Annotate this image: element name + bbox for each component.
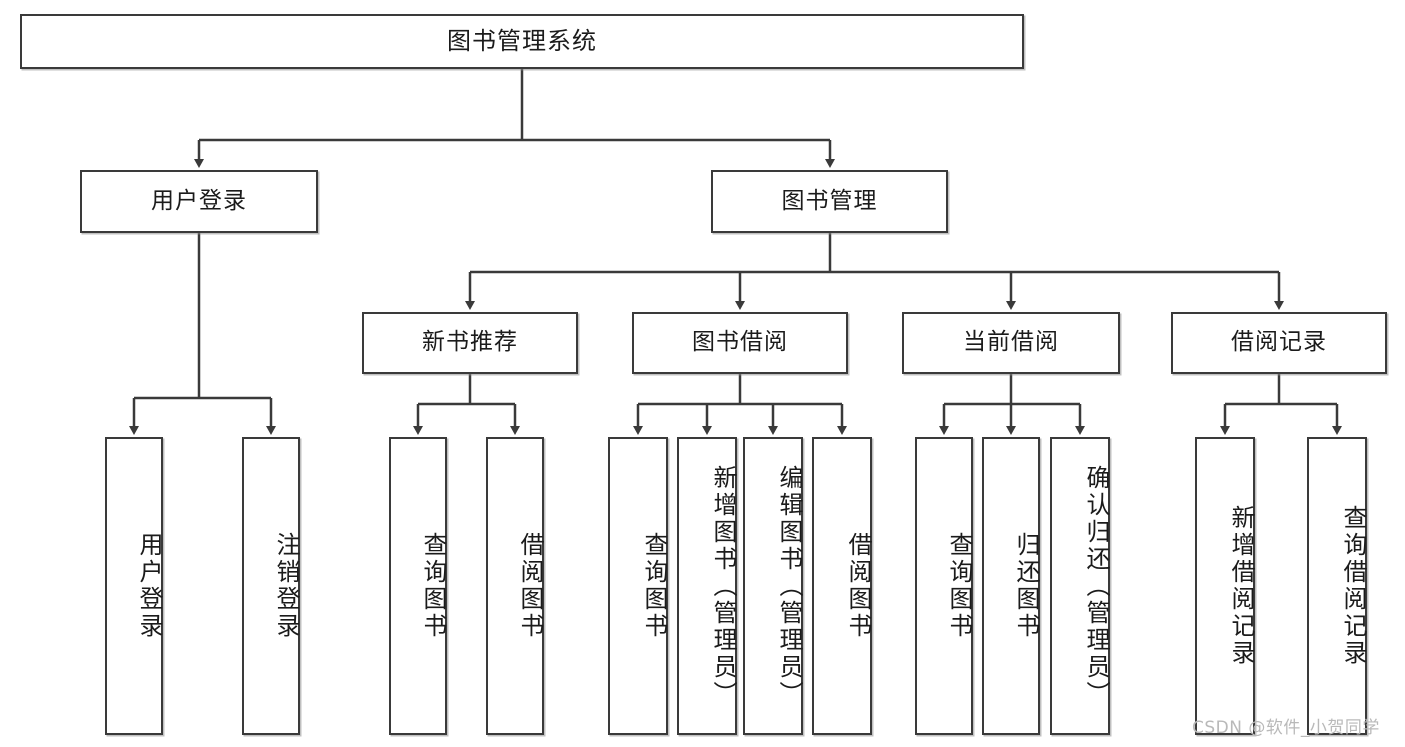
- node-borrow-record[interactable]: 借阅记录: [1171, 312, 1387, 374]
- node-label: 借阅记录: [1231, 329, 1327, 356]
- node-label: 归还图书: [1012, 532, 1040, 640]
- node-user-login[interactable]: 用户登录: [80, 170, 318, 233]
- node-label: 当前借阅: [963, 329, 1059, 356]
- node-label: 确认归还（管理员）: [1082, 464, 1110, 708]
- node-book-borrow[interactable]: 图书借阅: [632, 312, 848, 374]
- node-label: 新书推荐: [422, 329, 518, 356]
- node-label: 查询图书: [640, 532, 668, 640]
- node-leaf-borrow-book-2[interactable]: 借阅图书: [812, 437, 872, 735]
- node-label: 查询图书: [945, 532, 973, 640]
- node-label: 新增图书（管理员）: [709, 464, 737, 708]
- node-label: 图书管理: [781, 187, 878, 214]
- node-book-manage[interactable]: 图书管理: [711, 170, 948, 233]
- node-leaf-edit-book[interactable]: 编辑图书（管理员）: [743, 437, 803, 735]
- node-label: 用户登录: [151, 187, 247, 214]
- node-label: 新增借阅记录: [1227, 505, 1255, 667]
- node-leaf-query-book-2[interactable]: 查询图书: [608, 437, 668, 735]
- node-root-system[interactable]: 图书管理系统: [20, 14, 1024, 69]
- watermark-text: CSDN @软件_小贺同学: [1192, 718, 1380, 738]
- node-label: 借阅图书: [516, 532, 544, 640]
- node-leaf-return-book[interactable]: 归还图书: [982, 437, 1040, 735]
- node-label: 注销登录: [272, 532, 300, 640]
- node-label: 查询借阅记录: [1339, 505, 1367, 667]
- node-leaf-add-record[interactable]: 新增借阅记录: [1195, 437, 1255, 735]
- node-leaf-query-record[interactable]: 查询借阅记录: [1307, 437, 1367, 735]
- node-leaf-confirm-return[interactable]: 确认归还（管理员）: [1050, 437, 1110, 735]
- node-label: 借阅图书: [844, 532, 872, 640]
- node-label: 图书管理系统: [447, 27, 597, 56]
- node-leaf-query-book-3[interactable]: 查询图书: [915, 437, 973, 735]
- node-current-borrow[interactable]: 当前借阅: [902, 312, 1120, 374]
- node-leaf-logout-login[interactable]: 注销登录: [242, 437, 300, 735]
- node-new-book-recommend[interactable]: 新书推荐: [362, 312, 578, 374]
- node-label: 用户登录: [135, 532, 163, 640]
- node-label: 编辑图书（管理员）: [775, 464, 803, 708]
- node-leaf-user-login[interactable]: 用户登录: [105, 437, 163, 735]
- node-label: 查询图书: [419, 532, 447, 640]
- node-leaf-borrow-book-1[interactable]: 借阅图书: [486, 437, 544, 735]
- node-leaf-add-book[interactable]: 新增图书（管理员）: [677, 437, 737, 735]
- node-leaf-query-book-1[interactable]: 查询图书: [389, 437, 447, 735]
- node-label: 图书借阅: [692, 329, 788, 356]
